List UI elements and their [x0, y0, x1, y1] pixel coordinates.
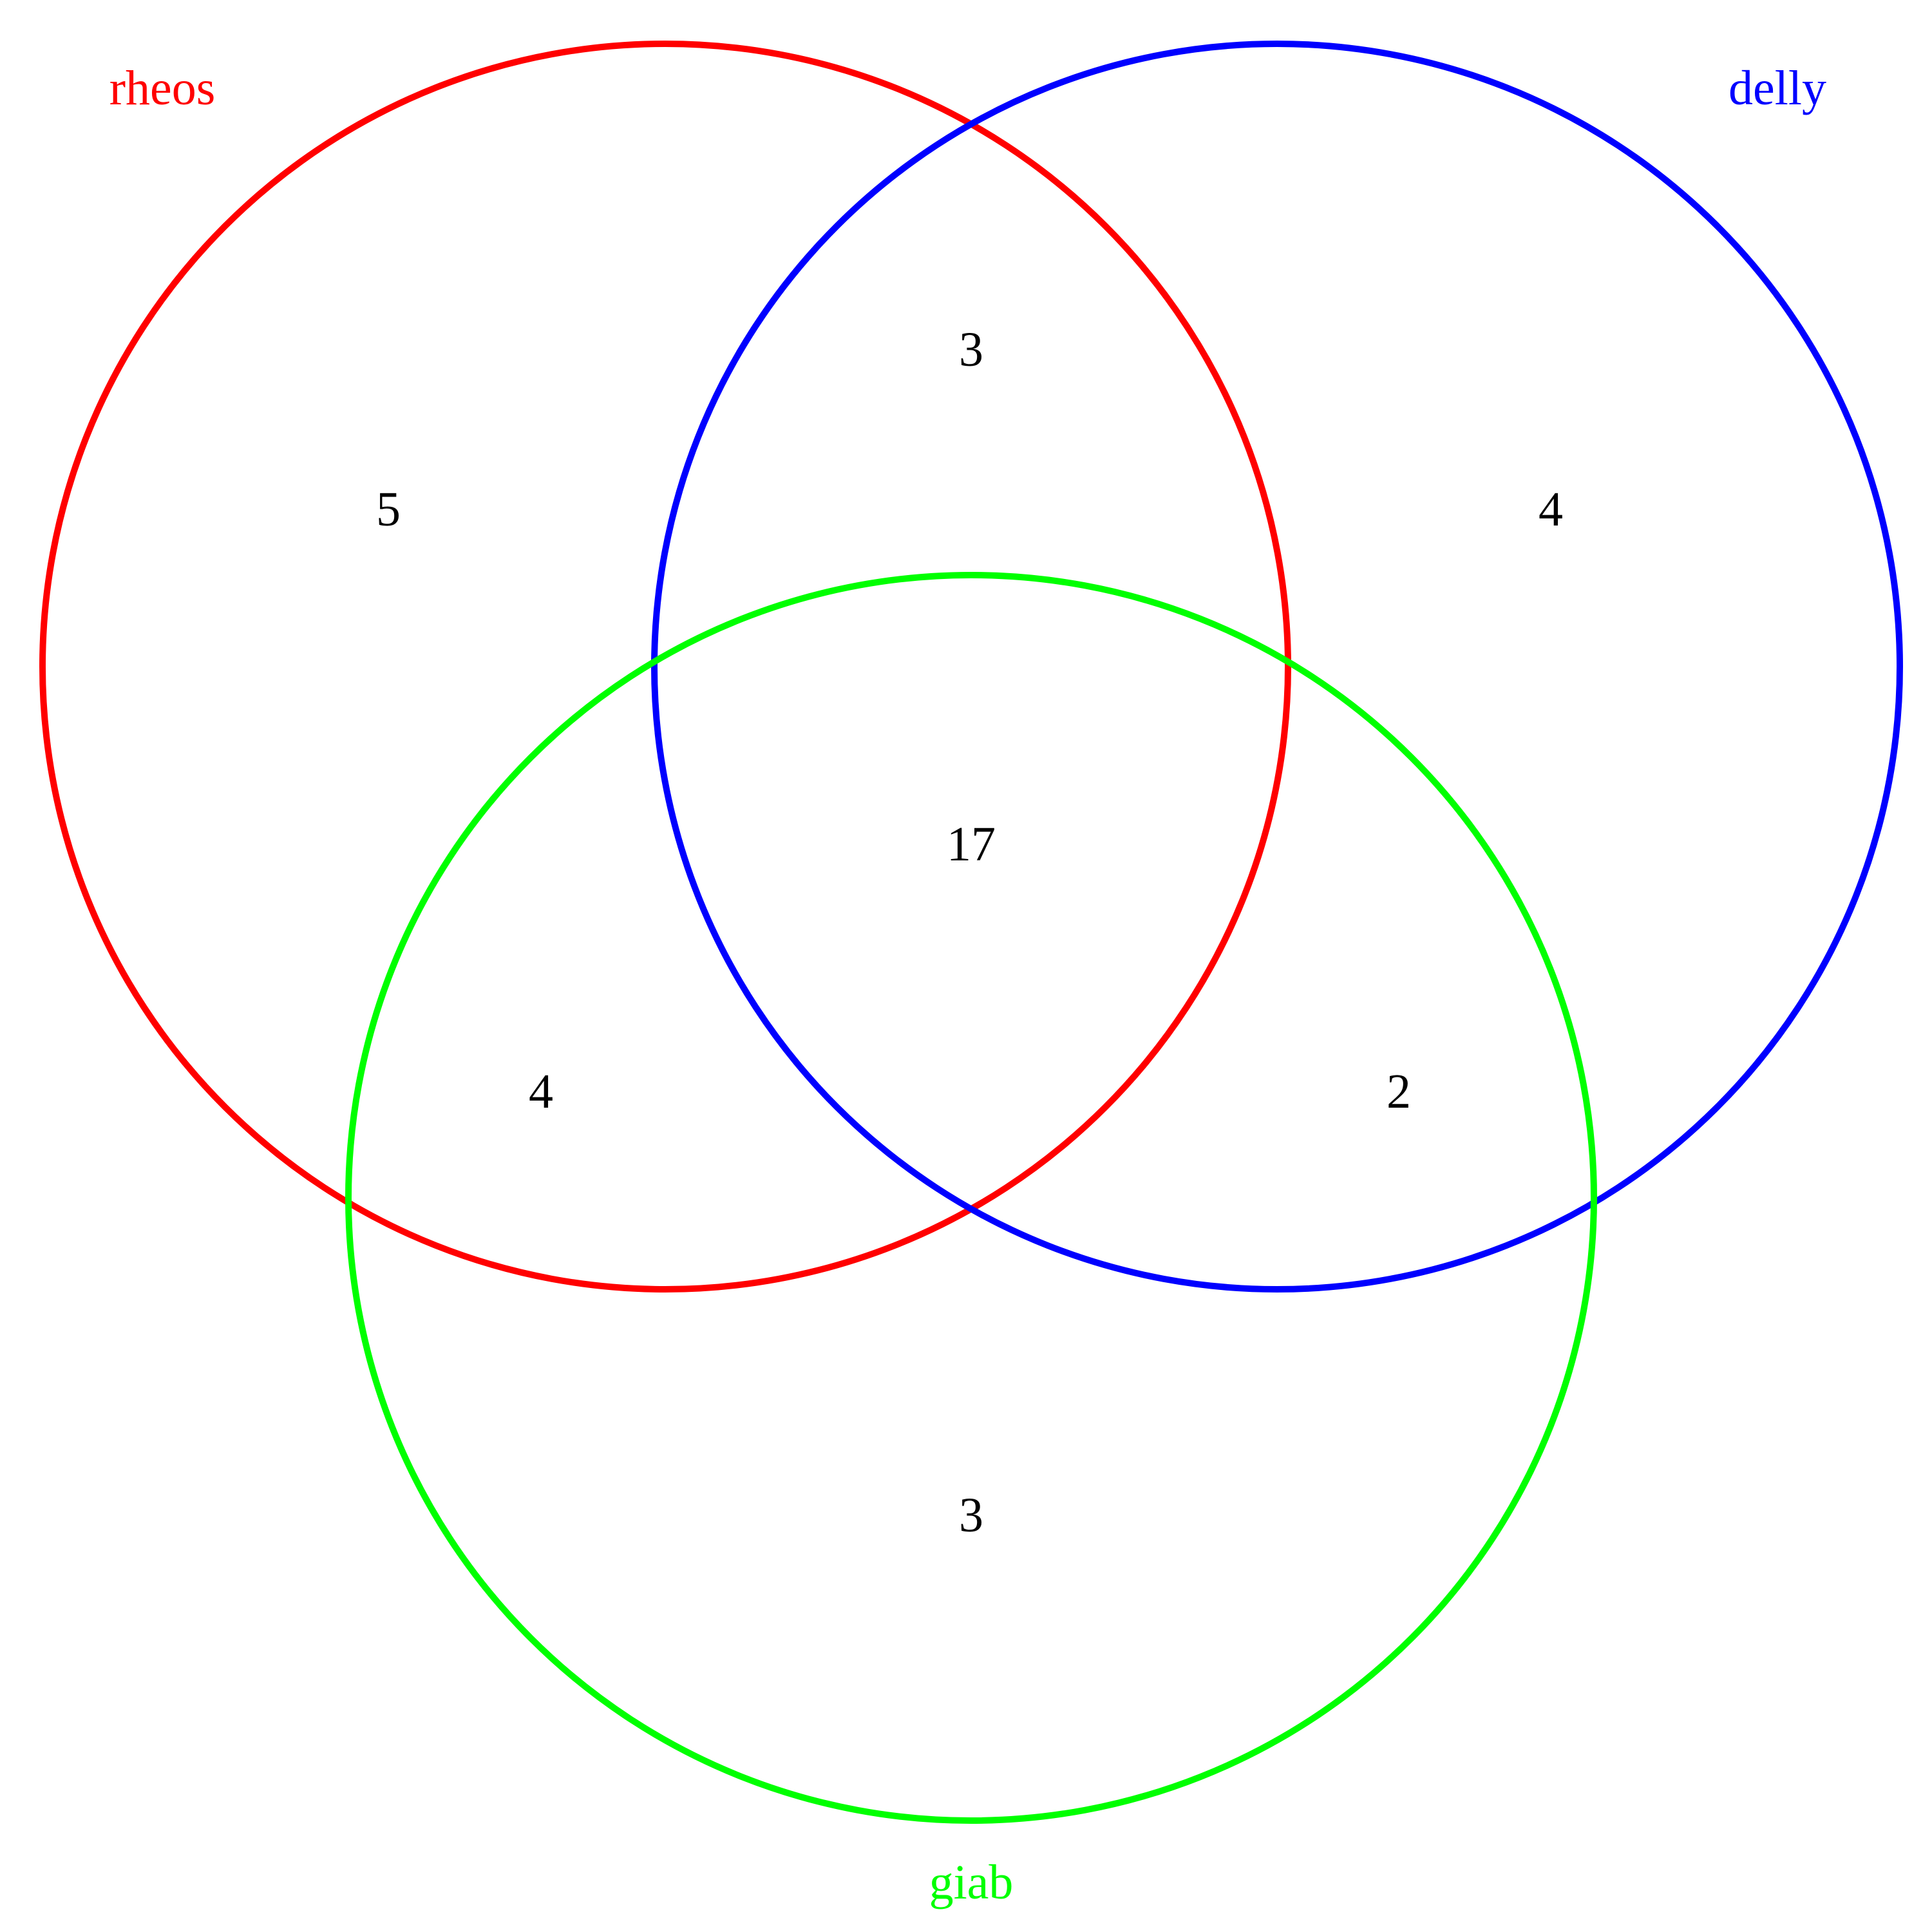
rheos-giab-count: 4	[529, 1065, 553, 1119]
all-three-count: 17	[947, 817, 996, 871]
delly-circle	[651, 41, 1903, 1293]
giab-only-count: 3	[959, 1488, 983, 1542]
delly-giab-count: 2	[1387, 1065, 1411, 1119]
rheos-label: rheos	[109, 61, 216, 115]
rheos-only-count: 5	[376, 482, 401, 536]
delly-label: delly	[1728, 61, 1826, 115]
giab-label: giab	[929, 1855, 1014, 1909]
rheos-circle	[39, 41, 1291, 1293]
delly-only-count: 4	[1539, 482, 1563, 536]
giab-circle	[345, 572, 1597, 1824]
rheos-delly-count: 3	[959, 323, 983, 377]
